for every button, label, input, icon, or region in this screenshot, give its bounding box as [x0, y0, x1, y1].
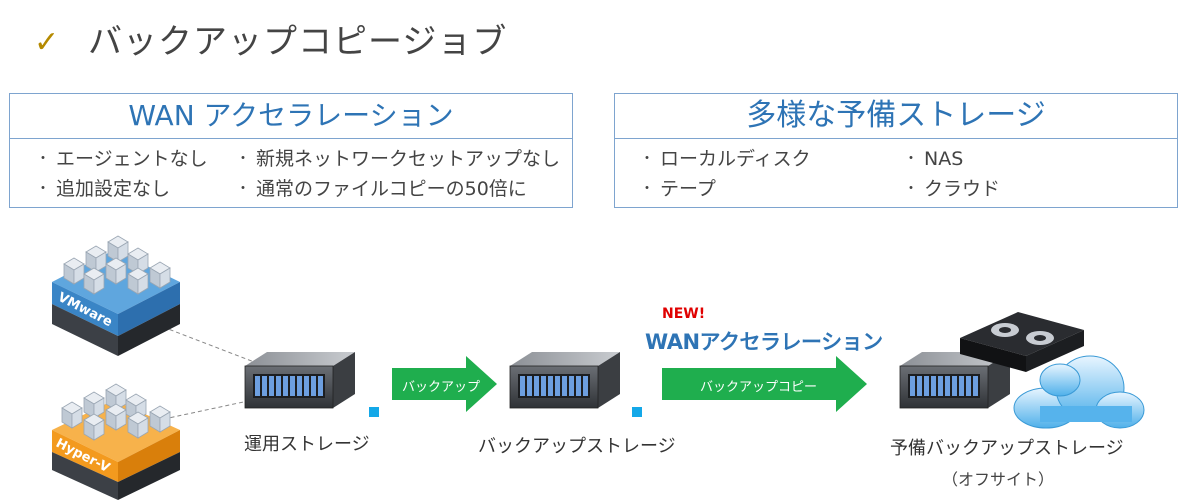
- vmware-host-icon: [52, 235, 180, 356]
- tape-icon: [960, 312, 1084, 372]
- marker-square: [369, 407, 379, 417]
- hyperv-host-icon: [52, 383, 180, 500]
- backup-storage-label: バックアップストレージ: [478, 436, 676, 457]
- list-item: ・クラウド: [904, 178, 1001, 200]
- page-title: バックアップコピージョブ: [88, 22, 508, 62]
- list-item: ・エージェントなし: [36, 148, 208, 170]
- wan-panel-title: WAN アクセラレーション: [10, 94, 572, 139]
- check-icon: ✓: [34, 25, 60, 60]
- primary-storage-label: 運用ストレージ: [244, 434, 370, 455]
- backup-arrow: [392, 356, 497, 412]
- wan-acceleration-panel: WAN アクセラレーション: [9, 93, 573, 208]
- storage-panel-title: 多様な予備ストレージ: [615, 94, 1177, 139]
- list-item: ・追加設定なし: [36, 178, 171, 200]
- backup-copy-arrow: [662, 356, 867, 412]
- storage-options-panel: 多様な予備ストレージ: [614, 93, 1178, 208]
- list-item: ・ローカルディスク: [640, 148, 811, 170]
- new-badge: NEW!: [662, 306, 706, 322]
- list-item: ・新規ネットワークセットアップなし: [236, 148, 561, 170]
- connector-line: [149, 321, 263, 366]
- wan-acceleration-label: WANアクセラレーション: [645, 330, 883, 354]
- cloud-icon: [1013, 355, 1145, 429]
- list-item: ・NAS: [904, 148, 964, 170]
- backup-storage-icon: [509, 351, 621, 409]
- primary-storage-icon: [244, 351, 356, 409]
- backup-arrow-label: バックアップ: [402, 380, 481, 395]
- marker-square: [632, 407, 642, 417]
- offsite-label: （オフサイト）: [942, 470, 1055, 489]
- connector-line: [149, 397, 263, 423]
- backup-copy-arrow-label: バックアップコピー: [700, 380, 818, 395]
- spare-storage-label: 予備バックアップストレージ: [890, 438, 1124, 459]
- list-item: ・通常のファイルコピーの50倍に: [236, 178, 527, 200]
- list-item: ・テープ: [640, 178, 716, 200]
